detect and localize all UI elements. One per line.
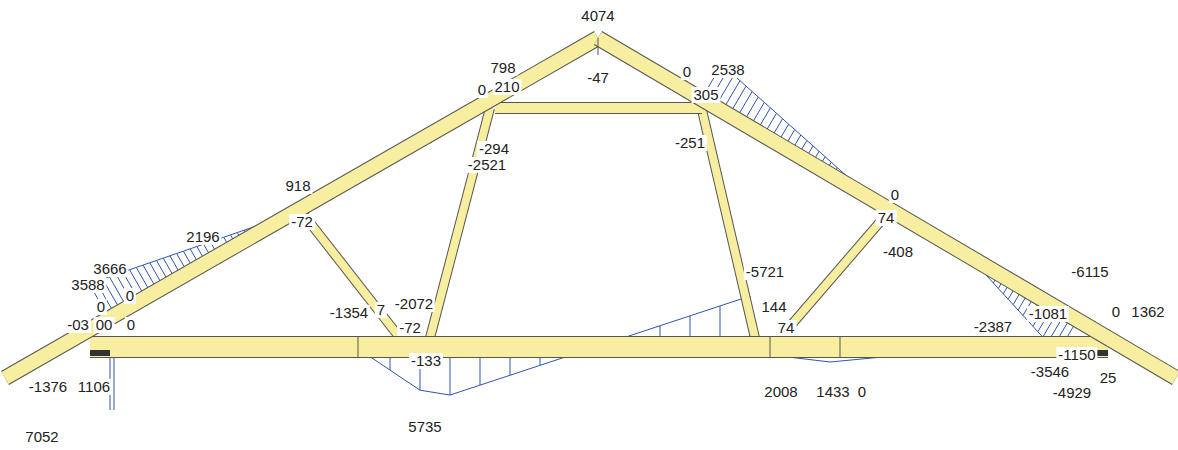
force-value: 74 [876, 210, 897, 226]
force-value: -72 [397, 320, 423, 336]
force-value: 25 [1098, 370, 1119, 386]
force-value: 0 [95, 299, 107, 315]
force-value: 0 [856, 384, 868, 400]
force-value: -6115 [1069, 264, 1110, 280]
force-value: 7 [375, 302, 387, 318]
force-value: -1354 [328, 305, 370, 321]
force-value: 74 [776, 320, 797, 336]
force-value: -294 [477, 141, 511, 157]
force-value: -2387 [972, 319, 1014, 335]
force-value: 1362 [1129, 304, 1166, 320]
force-value: 2008 [762, 384, 799, 400]
force-value: -1376 [27, 379, 69, 395]
force-value: 5735 [406, 419, 443, 435]
force-value: 0 [1110, 304, 1122, 320]
force-value: 0 [124, 288, 136, 304]
force-value: 0 [889, 187, 901, 203]
force-value: 4074 [579, 8, 616, 24]
force-value: 144 [759, 299, 788, 315]
force-value: 7052 [23, 429, 60, 445]
force-value: 1106 [76, 379, 112, 395]
truss-members [5, 38, 1176, 410]
force-value: -2521 [466, 157, 508, 173]
force-value: -2072 [393, 296, 435, 312]
force-value: 3666 [91, 261, 128, 277]
force-value: 210 [492, 79, 521, 95]
force-value: 0 [125, 317, 137, 333]
force-value: -47 [585, 70, 611, 86]
force-value: -5721 [744, 264, 786, 280]
force-value: 2538 [709, 62, 746, 78]
force-value: 0 [476, 82, 488, 98]
force-value: 798 [488, 60, 517, 76]
force-value: -72 [289, 214, 315, 230]
force-value: -1150 [1056, 347, 1097, 363]
force-value: -251 [673, 135, 707, 151]
force-value: 305 [691, 87, 720, 103]
force-value: 00 [94, 317, 115, 333]
force-value: 3588 [69, 277, 106, 293]
force-value: -133 [409, 353, 443, 369]
force-value: -3546 [1029, 364, 1071, 380]
force-value: -1081 [1027, 306, 1069, 322]
force-value: 1433 [814, 384, 851, 400]
force-value: 0 [681, 64, 693, 80]
force-value: 918 [283, 178, 312, 194]
force-value: 2196 [184, 229, 221, 245]
force-value: -03 [65, 317, 91, 333]
force-value: -408 [881, 244, 915, 260]
force-value: -4929 [1051, 385, 1093, 401]
